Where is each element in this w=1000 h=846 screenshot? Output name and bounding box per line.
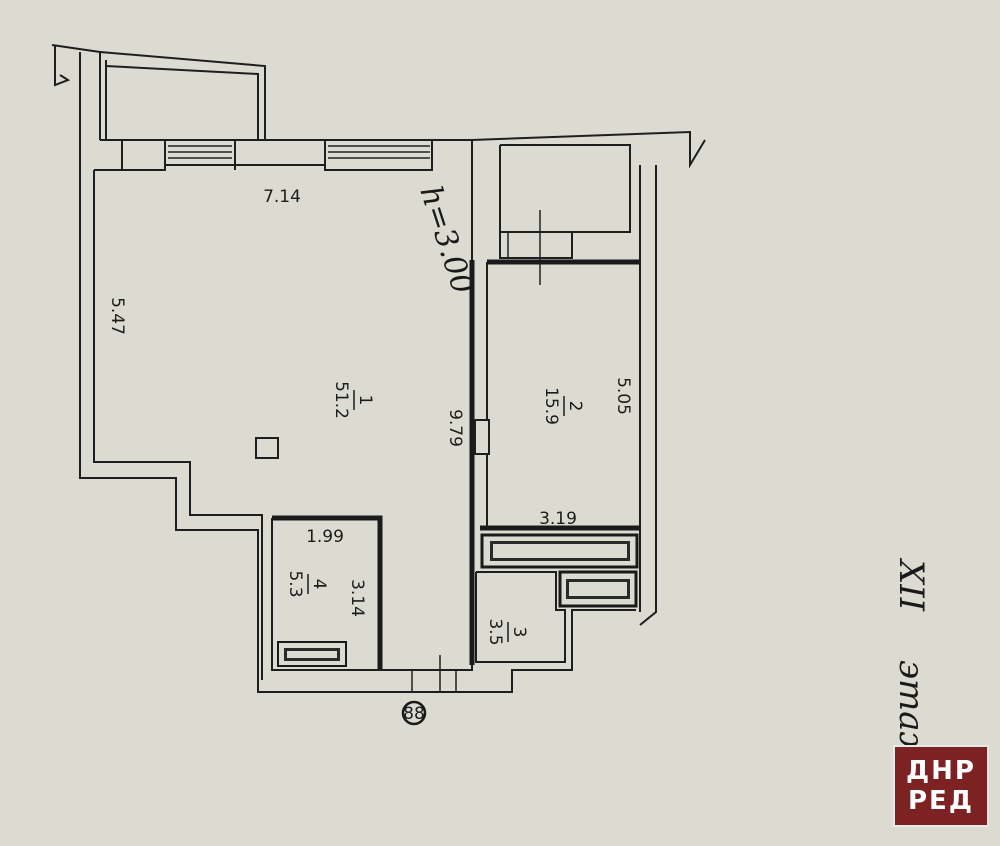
- watermark-line1: ДНР: [906, 756, 976, 786]
- column-marker: [255, 437, 279, 459]
- watermark-line2: РЕД: [908, 786, 974, 816]
- axis-mark-label: 88: [403, 704, 425, 724]
- dim-room2-bottom: 3.19: [539, 509, 577, 529]
- floor-number-note: XII: [891, 557, 931, 612]
- room3-number: 3: [509, 627, 529, 638]
- dim-room1-top: 7.14: [263, 187, 301, 207]
- room1-area: 51.2: [331, 381, 351, 419]
- ventilation-duct-lower: [558, 570, 638, 608]
- entrance: [411, 655, 457, 692]
- ventilation-duct-upper: [480, 533, 639, 569]
- axis-marker: 88: [401, 700, 427, 726]
- watermark-logo: ДНР РЕД: [893, 745, 989, 827]
- right-balcony: [471, 130, 706, 626]
- room3-walls: [475, 571, 566, 663]
- window-top-left: [168, 145, 232, 159]
- room2-number: 2: [565, 401, 585, 412]
- room1-walls: [255, 165, 475, 671]
- room2-walls: [474, 259, 640, 531]
- room2-label: 2 15.9: [541, 387, 585, 425]
- room4-number: 4: [309, 579, 329, 590]
- room2-area: 15.9: [541, 387, 561, 425]
- balcony-outline: [51, 44, 266, 140]
- room4-area: 5.3: [285, 570, 305, 597]
- room4-walls: [271, 515, 383, 671]
- dim-room4-top: 1.99: [306, 527, 344, 547]
- window-top-right: [328, 145, 430, 159]
- room4-label: 4 5.3: [285, 570, 329, 597]
- room1-label: 1 51.2: [331, 381, 375, 419]
- room3-label: 3 3.5: [485, 618, 529, 645]
- dim-room4-right: 3.14: [347, 579, 367, 617]
- room1-number: 1: [355, 395, 375, 406]
- room3-area: 3.5: [485, 618, 505, 645]
- dim-room1-right: 9.79: [445, 409, 465, 447]
- dim-room2-right: 5.05: [613, 377, 633, 415]
- dim-room1-left: 5.47: [107, 297, 127, 335]
